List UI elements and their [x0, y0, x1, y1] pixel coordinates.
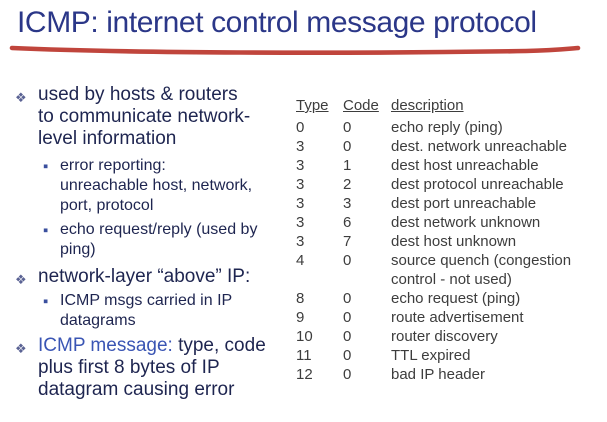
code-cell: 1: [343, 157, 352, 174]
table-row: 11 0 TTL expired: [296, 346, 604, 365]
list-item: ▪ echo request/reply (used by ping): [43, 220, 291, 260]
type-cell: 12: [296, 366, 313, 383]
description-cell: echo reply (ping): [391, 119, 503, 136]
code-cell: 0: [343, 366, 352, 383]
code-cell: 3: [343, 195, 352, 212]
description-cell: TTL expired: [391, 347, 471, 364]
column-header-description: description: [391, 97, 464, 114]
type-cell: 0: [296, 119, 305, 136]
table-row: 3 0 dest. network unreachable: [296, 137, 604, 156]
type-cell: 3: [296, 214, 305, 231]
description-cell: dest. network unreachable: [391, 138, 567, 155]
table-row: 0 0 echo reply (ping): [296, 118, 604, 137]
type-cell: 3: [296, 138, 305, 155]
code-cell: 0: [343, 309, 352, 326]
bullet-text: network-layer “above” IP:: [38, 266, 251, 287]
type-cell: 8: [296, 290, 305, 307]
code-cell: 0: [343, 119, 352, 136]
code-cell: 0: [343, 252, 352, 269]
table-row: 3 2 dest protocol unreachable: [296, 175, 604, 194]
column-header-code: Code: [343, 97, 379, 114]
code-cell: 2: [343, 176, 352, 193]
bullet-text-rest: type, code plus first 8 bytes of IP data…: [38, 335, 266, 400]
bullet-text: ICMP message: type, code plus first 8 by…: [38, 335, 266, 401]
type-cell: 10: [296, 328, 313, 345]
list-item: ❖ used by hosts & routers to communicate…: [15, 84, 291, 150]
bullet-text: echo request/reply (used by ping): [60, 221, 258, 258]
code-cell: 0: [343, 328, 352, 345]
list-item: ❖ ICMP message: type, code plus first 8 …: [15, 335, 291, 401]
type-cell: 11: [296, 347, 312, 364]
table-row: 3 1 dest host unreachable: [296, 156, 604, 175]
type-cell: 3: [296, 157, 305, 174]
type-cell: 3: [296, 233, 305, 250]
icmp-type-code-table: Type Code description 0 0 echo reply (pi…: [296, 96, 604, 384]
code-cell: 0: [343, 347, 352, 364]
table-row: 3 3 dest port unreachable: [296, 194, 604, 213]
square-bullet-icon: ▪: [43, 222, 49, 239]
bullet-text: used by hosts & routers to communicate n…: [38, 84, 251, 149]
code-cell: 0: [343, 290, 352, 307]
bullet-text: ICMP msgs carried in IP datagrams: [60, 292, 233, 329]
type-cell: 9: [296, 309, 305, 326]
list-item: ▪ error reporting: unreachable host, net…: [43, 156, 291, 216]
list-item: ▪ ICMP msgs carried in IP datagrams: [43, 291, 291, 331]
description-cell: dest host unreachable: [391, 157, 539, 174]
table-row: 9 0 route advertisement: [296, 308, 604, 327]
bullet-text: error reporting: unreachable host, netwo…: [60, 157, 253, 214]
bullet-list: ❖ used by hosts & routers to communicate…: [15, 84, 291, 401]
column-header-type: Type: [296, 97, 329, 114]
square-bullet-icon: ▪: [43, 158, 49, 175]
code-cell: 7: [343, 233, 352, 250]
red-underline-stroke: [9, 45, 581, 55]
type-cell: 3: [296, 195, 305, 212]
description-cell: dest network unknown: [391, 214, 541, 231]
table-row: 12 0 bad IP header: [296, 365, 604, 384]
type-cell: 3: [296, 176, 305, 193]
description-cell: bad IP header: [391, 366, 485, 383]
description-cell: route advertisement: [391, 309, 524, 326]
square-bullet-icon: ▪: [43, 293, 49, 310]
diamond-bullet-icon: ❖: [15, 90, 27, 105]
description-cell: dest port unreachable: [391, 195, 537, 212]
description-cell: dest host unknown: [391, 233, 517, 250]
diamond-bullet-icon: ❖: [15, 272, 27, 287]
list-item: ❖ network-layer “above” IP:: [15, 266, 291, 291]
code-cell: 0: [343, 138, 352, 155]
table-row: 8 0 echo request (ping): [296, 289, 604, 308]
description-cell: router discovery: [391, 328, 498, 345]
code-cell: 6: [343, 214, 352, 231]
description-cell: echo request (ping): [391, 290, 521, 307]
slide-title: ICMP: internet control message protocol: [17, 6, 537, 39]
table-header-row: Type Code description: [296, 96, 604, 115]
table-row: 10 0 router discovery: [296, 327, 604, 346]
table-row: 3 6 dest network unknown: [296, 213, 604, 232]
type-cell: 4: [296, 252, 305, 269]
table-row: 4 0 source quench (congestion control - …: [296, 251, 604, 289]
table-row: 3 7 dest host unknown: [296, 232, 604, 251]
highlight-text: ICMP message:: [38, 335, 173, 356]
diamond-bullet-icon: ❖: [15, 341, 27, 356]
description-cell: source quench (congestion control - not …: [391, 252, 572, 288]
description-cell: dest protocol unreachable: [391, 176, 564, 193]
